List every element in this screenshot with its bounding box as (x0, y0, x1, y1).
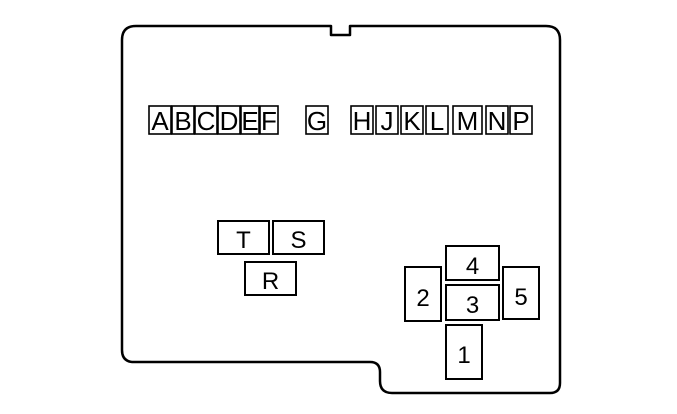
fuse-label-l: L (430, 106, 444, 136)
fuse-label-j: J (381, 106, 394, 136)
fuse-label-b: B (174, 106, 191, 136)
fuse-label-m: M (457, 106, 479, 136)
relay-2: 2 (404, 266, 442, 322)
fuse-l: L (425, 105, 449, 136)
fuse-e: E (240, 105, 260, 136)
fuse-label-a: A (151, 106, 169, 136)
fuse-label-f: F (261, 106, 277, 136)
relay-r: R (244, 261, 297, 296)
fuse-label-e: E (241, 106, 258, 136)
relay-3: 3 (445, 284, 500, 321)
relay-cluster-left: T S R (217, 220, 325, 296)
fuse-n: N (485, 105, 509, 136)
relay-cluster-right: 4 2 3 5 1 (404, 245, 540, 380)
fuse-j: J (375, 105, 399, 136)
fuse-d: D (217, 105, 241, 136)
relay-label-4: 4 (466, 253, 479, 280)
fuse-g: G (305, 105, 329, 136)
relay-5: 5 (502, 266, 540, 320)
relay-label-1: 1 (457, 342, 470, 369)
relay-4: 4 (445, 245, 500, 281)
fuse-label-p: P (512, 106, 529, 136)
relay-s: S (272, 220, 325, 255)
fuse-label-h: H (353, 106, 372, 136)
fuse-c: C (194, 105, 218, 136)
relay-t: T (217, 220, 270, 255)
fuse-label-k: K (403, 106, 421, 136)
block-outline (120, 24, 562, 395)
relay-1: 1 (445, 324, 483, 380)
fuse-p: P (509, 105, 533, 136)
relay-label-2: 2 (416, 285, 429, 312)
relay-label-r: R (262, 268, 279, 295)
fuse-label-c: C (197, 106, 216, 136)
fuse-row: A B C D E F G H (148, 105, 533, 136)
fuse-a: A (148, 105, 172, 136)
relay-label-3: 3 (466, 292, 479, 319)
relay-label-s: S (290, 227, 306, 254)
relay-label-t: T (236, 227, 251, 254)
fuse-label-n: N (488, 106, 507, 136)
fuse-b: B (171, 105, 195, 136)
fuse-label-d: D (220, 106, 239, 136)
fuse-label-g: G (307, 106, 327, 136)
fuse-f: F (259, 105, 279, 136)
fuse-h: H (350, 105, 374, 136)
relay-label-5: 5 (514, 284, 527, 311)
fuse-m: M (452, 105, 483, 136)
fuse-k: K (400, 105, 424, 136)
